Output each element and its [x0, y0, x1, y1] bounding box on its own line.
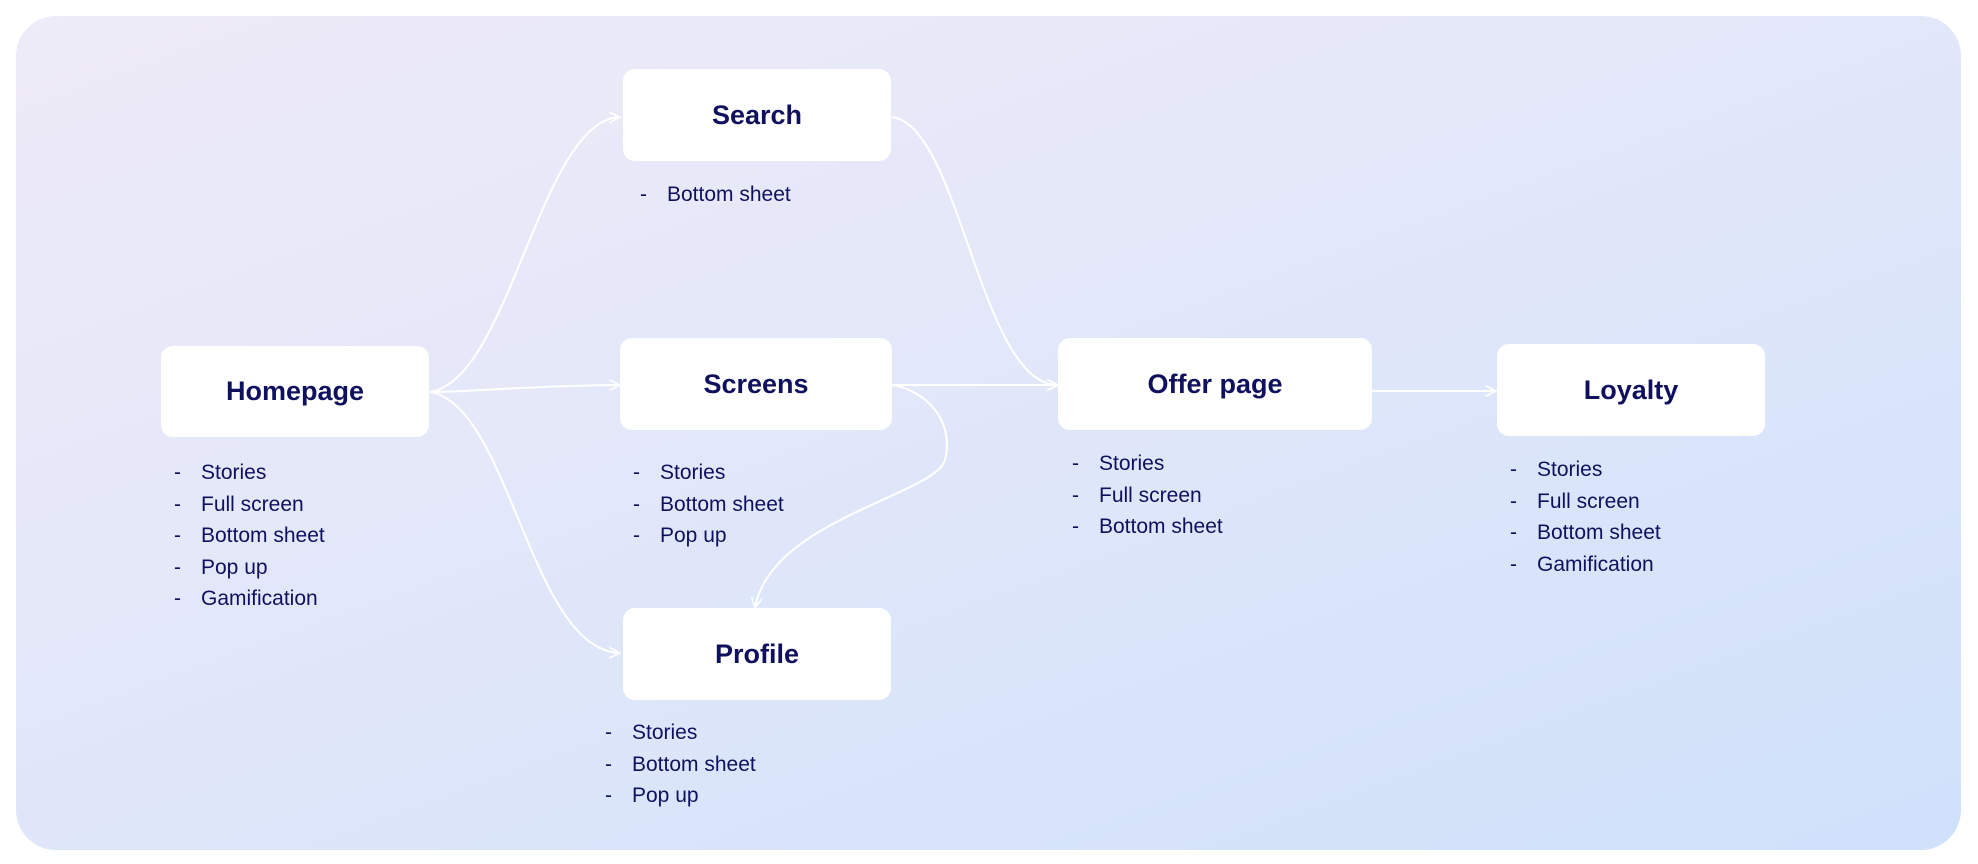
- node-profile[interactable]: Profile: [623, 608, 891, 700]
- list-item: -Bottom sheet: [605, 752, 756, 776]
- edge-homepage-to-search: [429, 111, 621, 393]
- list-item: -Gamification: [174, 587, 318, 610]
- list-item: -Stories: [174, 461, 267, 484]
- node-offer-page-label: Offer page: [1147, 368, 1283, 399]
- search-items: -Bottom sheet: [640, 179, 791, 211]
- list-item: -Stories: [1510, 458, 1603, 481]
- node-homepage-label: Homepage: [225, 376, 365, 406]
- profile-items: -Stories -Bottom sheet -Pop up: [605, 717, 756, 812]
- list-item: -Bottom sheet: [1072, 515, 1223, 538]
- node-search[interactable]: Search: [623, 69, 891, 161]
- list-item: -Full screen: [1510, 489, 1640, 513]
- node-search-label: Search: [711, 99, 803, 130]
- node-profile-label: Profile: [714, 638, 800, 669]
- list-item: -Stories: [1072, 452, 1165, 475]
- list-item: -Full screen: [1072, 483, 1202, 507]
- node-offer-page[interactable]: Offer page: [1058, 338, 1372, 430]
- list-item: -Stories: [633, 461, 726, 484]
- list-item: -Bottom sheet: [1510, 521, 1661, 544]
- list-item: -Bottom sheet: [640, 183, 791, 206]
- list-item: -Full screen: [174, 492, 304, 516]
- list-item: -Stories: [605, 721, 698, 744]
- list-item: -Pop up: [174, 555, 268, 579]
- edge-search-to-offer: [891, 116, 1059, 391]
- edge-homepage-to-profile: [429, 391, 621, 659]
- node-loyalty[interactable]: Loyalty: [1497, 344, 1765, 436]
- list-item: -Bottom sheet: [174, 524, 325, 547]
- list-item: -Pop up: [633, 524, 727, 547]
- homepage-items: -Stories -Full screen -Bottom sheet -Pop…: [174, 457, 325, 615]
- list-item: -Bottom sheet: [633, 492, 784, 516]
- list-item: -Pop up: [605, 784, 699, 807]
- node-screens[interactable]: Screens: [620, 338, 892, 430]
- list-item: -Gamification: [1510, 552, 1654, 576]
- offer-page-items: -Stories -Full screen -Bottom sheet: [1072, 448, 1223, 543]
- edge-homepage-to-screens: [429, 379, 621, 393]
- edge-screens-to-profile: [750, 384, 948, 609]
- screens-items: -Stories -Bottom sheet -Pop up: [633, 457, 784, 552]
- node-screens-label: Screens: [703, 368, 809, 399]
- node-loyalty-label: Loyalty: [1583, 374, 1679, 405]
- loyalty-items: -Stories -Full screen -Bottom sheet -Gam…: [1510, 454, 1661, 580]
- node-homepage[interactable]: Homepage: [161, 346, 429, 437]
